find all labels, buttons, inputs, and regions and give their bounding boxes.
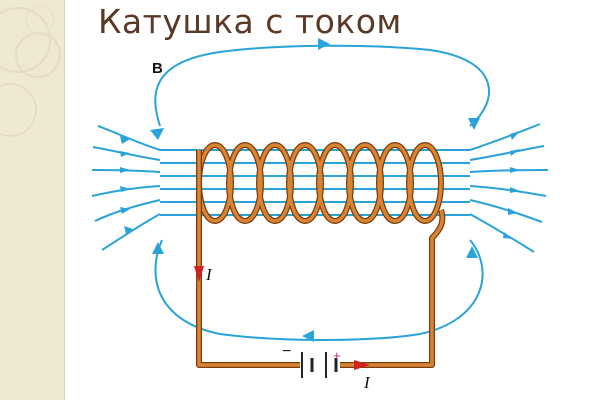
decorative-side-panel [0, 0, 65, 400]
battery [301, 352, 338, 378]
field-label: B [152, 60, 163, 77]
solenoid-coil [196, 142, 444, 224]
current-label-bottom: I [363, 373, 371, 392]
battery-minus-sign: − [282, 343, 291, 360]
current-label-left: I [205, 265, 213, 284]
current-arrow-left-wire [194, 266, 204, 282]
field-arrows [120, 38, 520, 342]
circuit-wire [196, 150, 446, 368]
slide-title: Катушка с током [98, 2, 402, 41]
field-line-bottom-loop [154, 239, 484, 341]
field-line-top-loop [154, 44, 491, 127]
battery-plus-sign: + [333, 348, 341, 363]
field-arrow-bottom [302, 330, 314, 342]
decorative-circles [0, 5, 61, 137]
field-arrow-top [318, 38, 330, 50]
current-arrow-bottom-wire [354, 360, 370, 370]
